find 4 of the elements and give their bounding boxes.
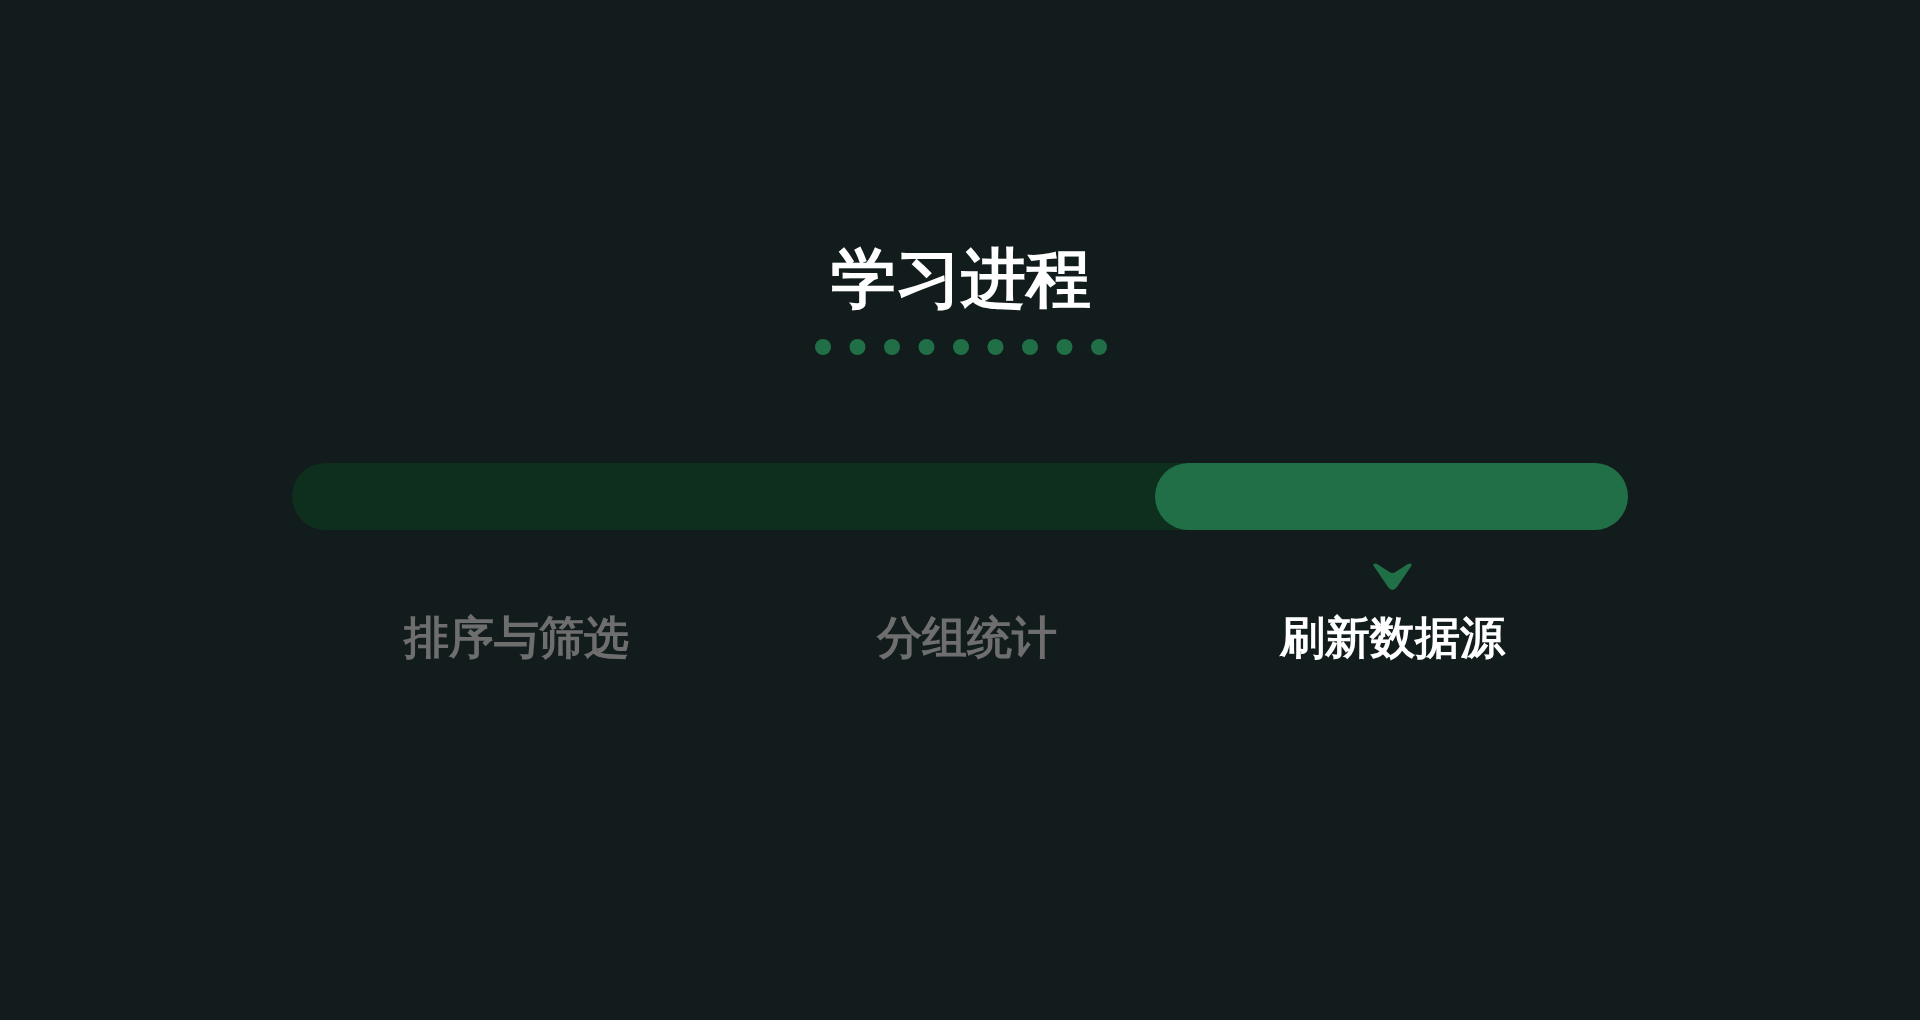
step-label: 分组统计 xyxy=(877,612,1057,664)
step-label: 刷新数据源 xyxy=(1279,612,1505,664)
title: 学习进程 xyxy=(831,241,1091,317)
step-label: 排序与筛选 xyxy=(403,612,629,664)
